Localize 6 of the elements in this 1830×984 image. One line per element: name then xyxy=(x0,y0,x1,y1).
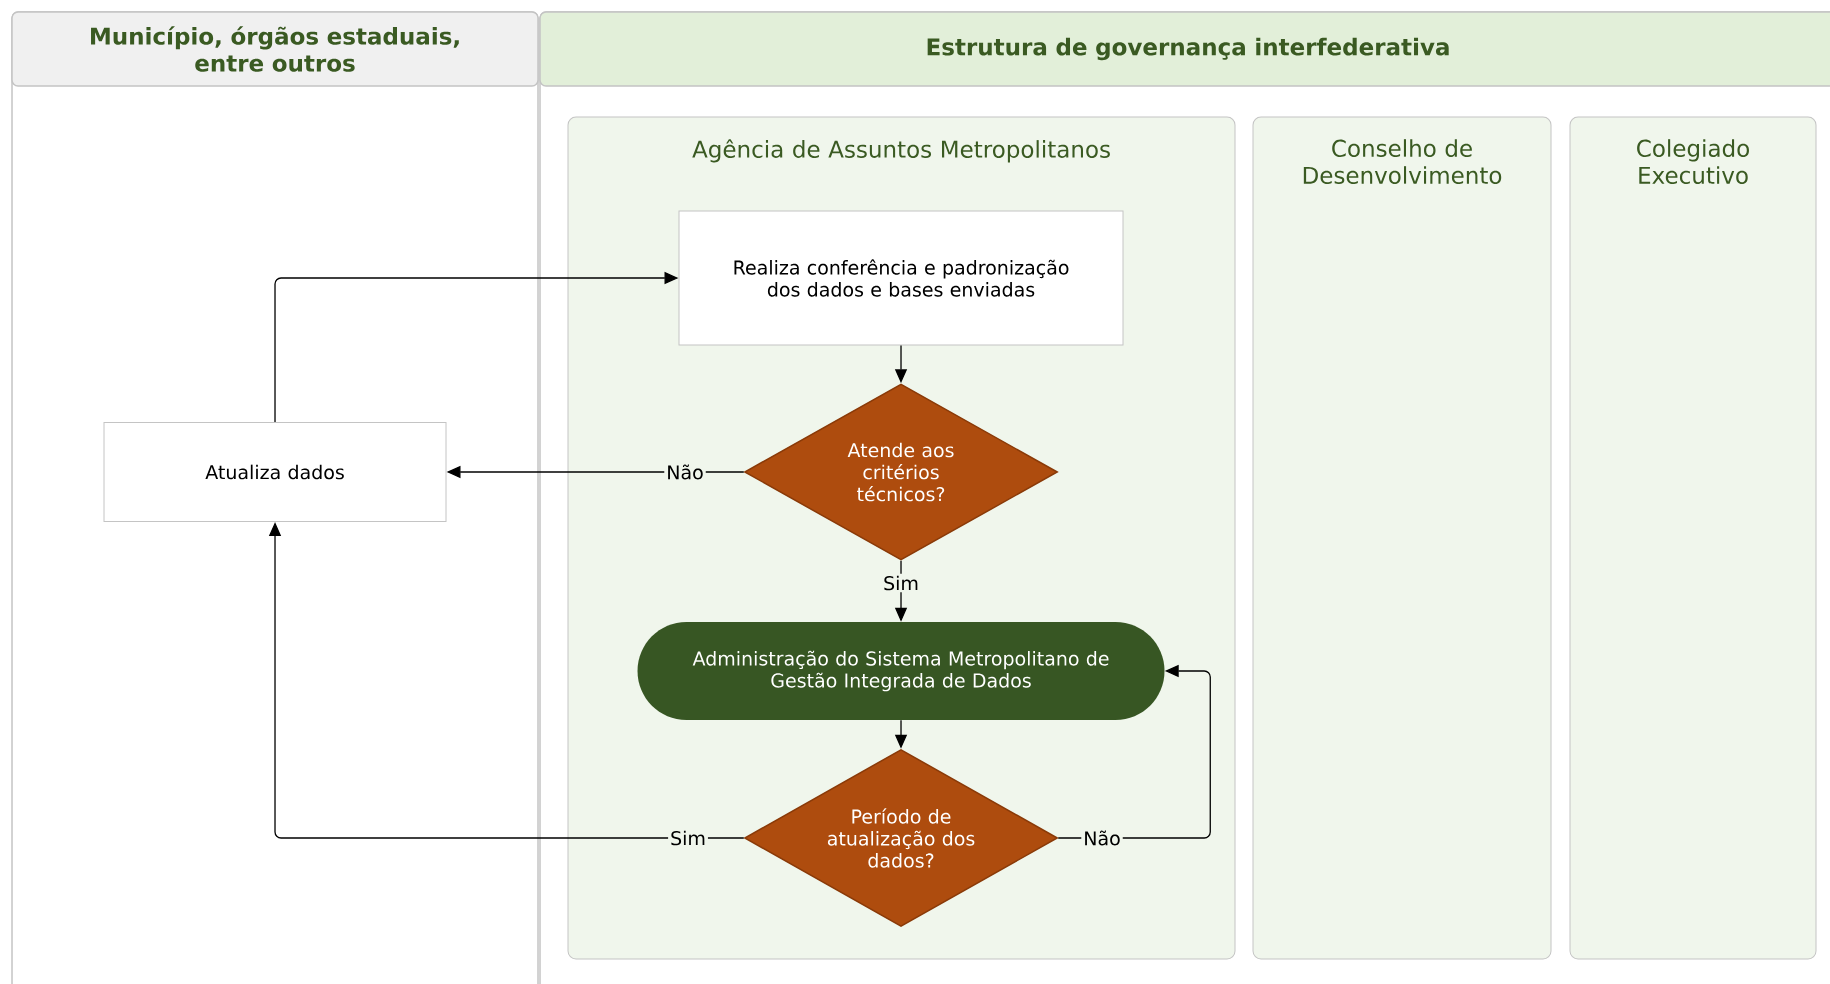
lane-panel: Colegiado Executivo xyxy=(1569,116,1817,960)
process-box: Realiza conferência e padronização dos dados e bases enviadas xyxy=(678,210,1124,346)
lane-panel: Conselho de Desenvolvimento xyxy=(1252,116,1552,960)
edge-label: Não xyxy=(664,462,706,482)
edge-label: Não xyxy=(1081,828,1123,848)
process-box: Atualiza dados xyxy=(103,422,447,522)
